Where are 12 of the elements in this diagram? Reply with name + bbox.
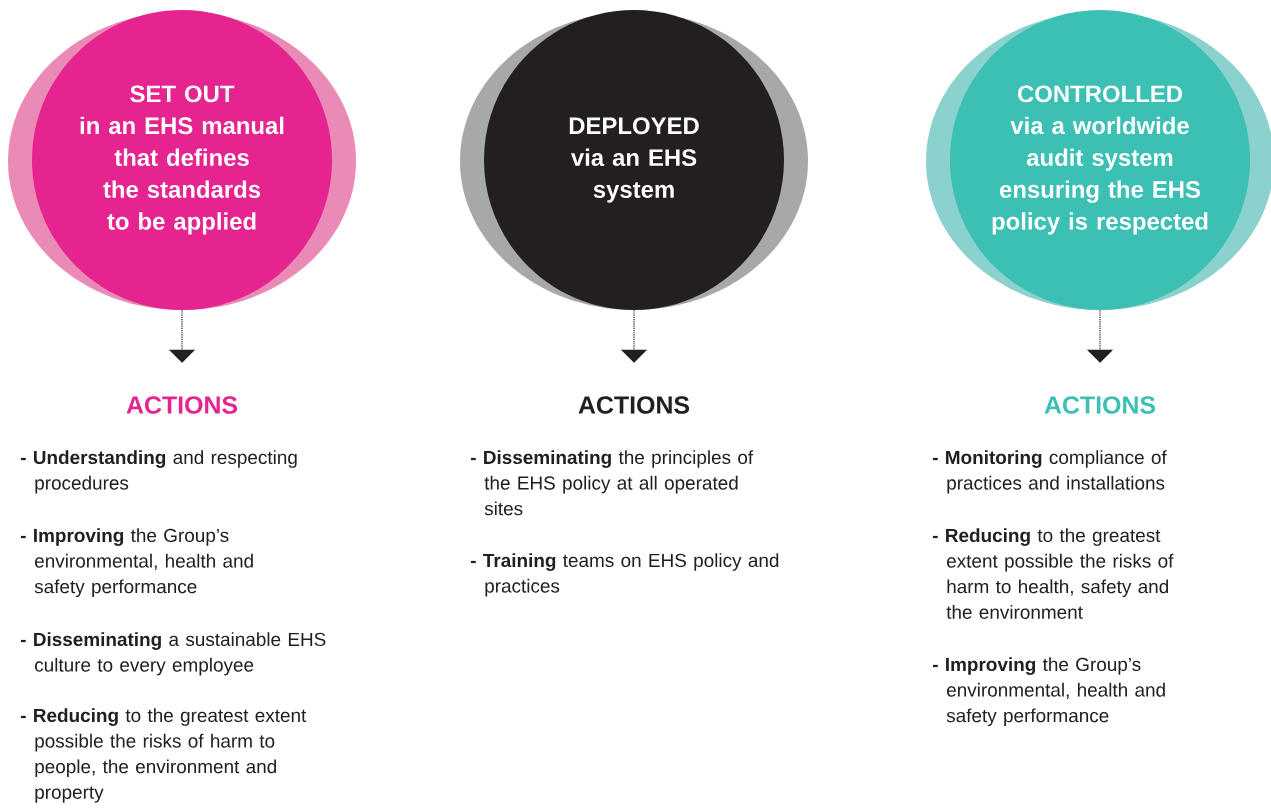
section-heading: ACTIONS	[126, 396, 238, 414]
action-item: - Improving the Group’s environmental, health and safety performance	[20, 528, 253, 598]
action-item: - Reducing to the greatest extent possible the risks of harm to people, the environment and property	[20, 708, 307, 803]
action-item: - Disseminating the principles of the EHS policy at all operated sites	[470, 450, 754, 516]
section-heading: ACTIONS	[1044, 396, 1156, 414]
action-item: - Understanding and respecting procedures	[20, 450, 297, 494]
action-item: - Monitoring compliance of practices and installations	[932, 450, 1167, 494]
action-item: - Training teams on EHS policy and practices	[470, 553, 779, 597]
section-heading: ACTIONS	[578, 396, 690, 414]
action-item: - Disseminating a sustainable EHS culture to every employee	[20, 632, 326, 676]
action-item: - Improving the Group’s environmental, health and safety performance	[932, 657, 1165, 727]
action-item: - Reducing to the greatest extent possible the risks of harm to health, safety and the environment	[932, 528, 1174, 619]
